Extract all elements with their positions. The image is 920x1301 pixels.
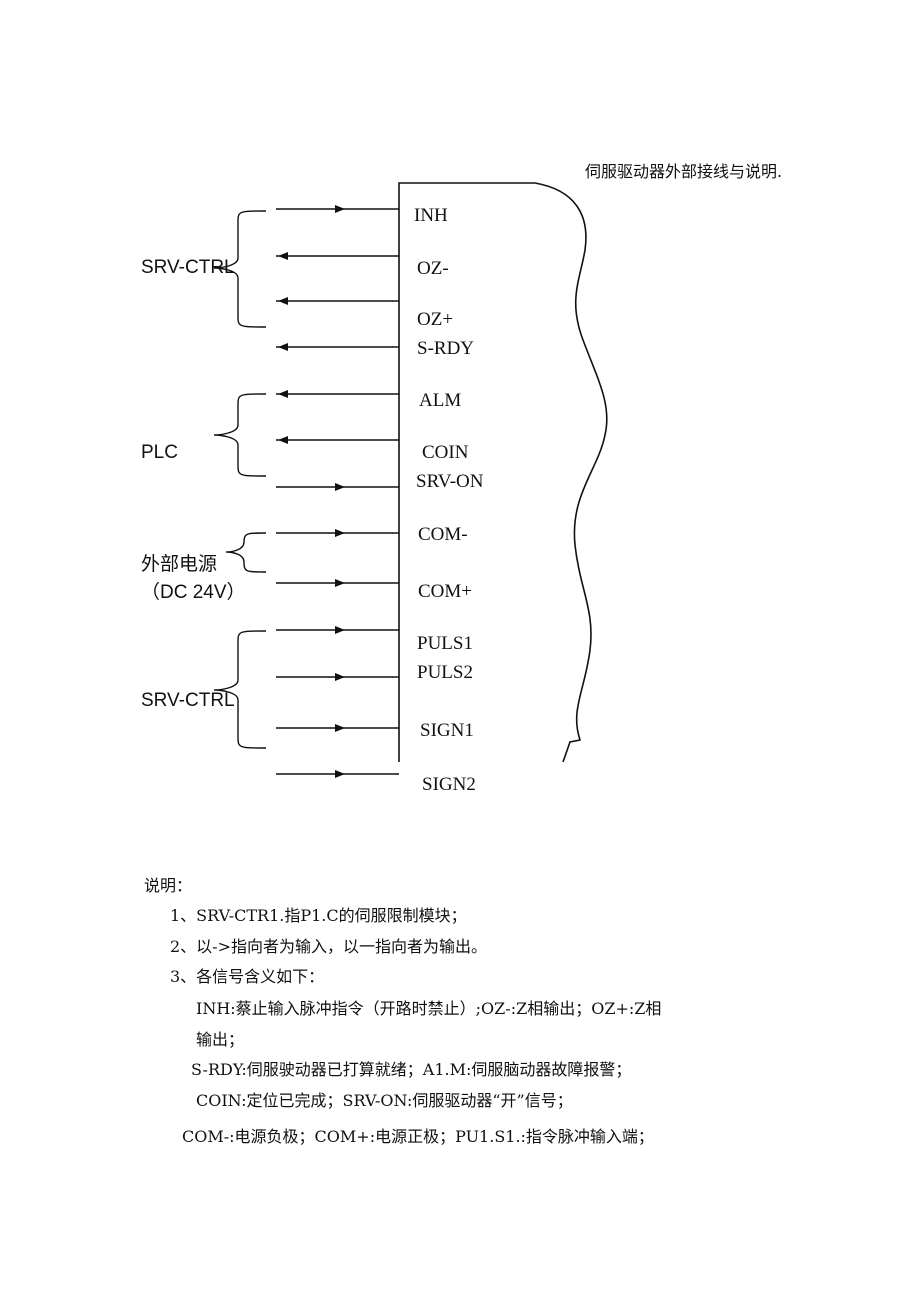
- arrowhead-sign2-input: [335, 770, 345, 778]
- brace-power: [225, 532, 267, 573]
- signal-label-oz-plus: OZ+: [417, 309, 453, 330]
- signal-definition-1: INH:蔡止输入脉冲指令（开路时禁止）;OZ-:Z相输出；OZ+:Z相: [196, 999, 662, 1018]
- notes-item-1: 1、SRV-CTR1.指P1.C的伺服限制模块；: [170, 906, 467, 925]
- arrowhead-coin-output: [278, 436, 288, 444]
- signal-label-coin: COIN: [422, 442, 469, 463]
- group-braces: [213, 210, 267, 749]
- signal-arrows: [276, 205, 399, 778]
- signal-label-srv-on: SRV-ON: [416, 471, 484, 492]
- arrowhead-sign1-input: [335, 724, 345, 732]
- notes-heading: 说明：: [144, 876, 193, 895]
- arrowhead-puls2-input: [335, 673, 345, 681]
- arrowhead-oz-minus-output: [278, 252, 288, 260]
- arrowhead-alm-output: [278, 390, 288, 398]
- signal-definition-2: S-RDY:伺服驶动器已打算就绪；A1.M:伺服脑动器故障报警；: [191, 1060, 632, 1079]
- driver-box-outline: [398, 182, 608, 763]
- group-label-srv-ctrl-bottom: SRV-CTRL: [141, 690, 235, 711]
- signal-label-alm: ALM: [419, 390, 461, 411]
- signal-label-com-minus: COM-: [418, 524, 468, 545]
- arrowhead-srv-on-input: [335, 483, 345, 491]
- notes-item-3: 3、各信号含义如下：: [170, 967, 325, 986]
- brace-srv-ctrl-top: [213, 210, 267, 328]
- diagram-caption: 伺服驱动器外部接线与说明.: [585, 162, 782, 181]
- arrowhead-puls1-input: [335, 626, 345, 634]
- group-label-srv-ctrl-top: SRV-CTRL: [141, 257, 235, 278]
- signal-definition-1-cont: 输出；: [196, 1030, 245, 1049]
- brace-srv-ctrl-bottom: [213, 630, 267, 749]
- signal-label-inh: INH: [414, 205, 448, 226]
- group-label-power-voltage: （DC 24V）: [141, 581, 246, 603]
- notes-item-2: 2、以->指向者为输入，以一指向者为输出。: [170, 937, 487, 956]
- signal-label-puls1: PULS1: [417, 633, 473, 654]
- wiring-diagram: 伺服驱动器外部接线与说明. INH OZ- OZ+ S-RDY ALM COIN…: [141, 162, 782, 795]
- arrowhead-com-plus-input: [335, 579, 345, 587]
- arrowhead-oz-plus-output: [278, 297, 288, 305]
- arrowhead-s-rdy-output: [278, 343, 288, 351]
- signal-label-com-plus: COM+: [418, 581, 472, 602]
- signal-label-oz-minus: OZ-: [417, 258, 449, 279]
- arrowhead-com-minus-input: [335, 529, 345, 537]
- signal-label-sign2: SIGN2: [422, 774, 476, 795]
- signal-label-puls2: PULS2: [417, 662, 473, 683]
- group-label-power: 外部电源: [141, 553, 217, 575]
- group-label-plc: PLC: [141, 442, 178, 463]
- arrowhead-inh-input: [335, 205, 345, 213]
- signal-label-sign1: SIGN1: [420, 720, 474, 741]
- signal-label-s-rdy: S-RDY: [417, 338, 474, 359]
- signal-definition-4: COM-:电源负极；COM+:电源正极；PU1.S1.:指令脉冲输入端；: [182, 1127, 654, 1146]
- brace-plc: [213, 393, 267, 477]
- signal-definition-3: COIN:定位已完成；SRV-ON:伺服驱动器“开”信号；: [196, 1091, 573, 1110]
